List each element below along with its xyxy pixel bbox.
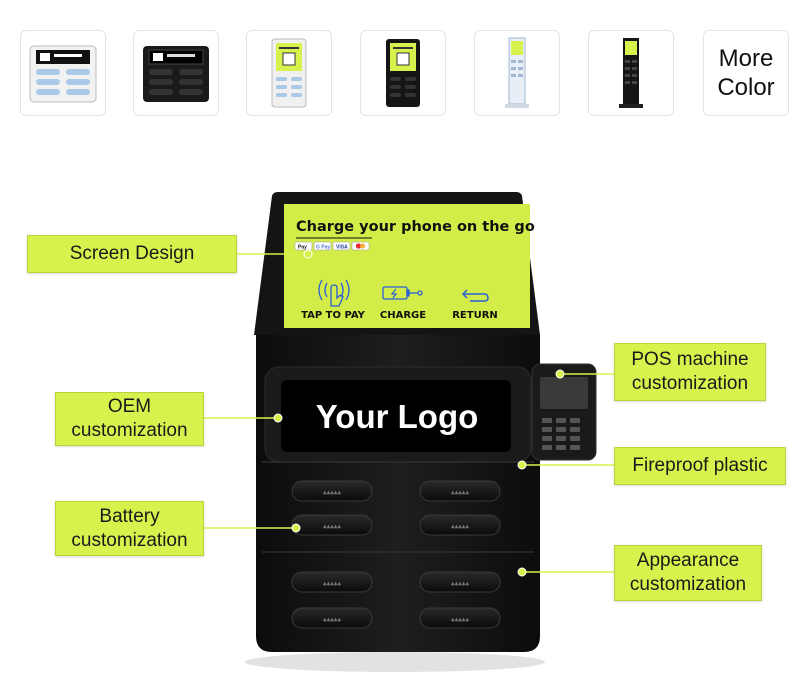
battery-charge-icon <box>382 286 423 300</box>
battery-slots: ▲▲▲▲▲ ▲▲▲▲▲ ▲▲▲▲▲ ▲▲▲▲▲ ▲▲▲▲▲ ▲▲▲▲▲ <box>291 480 501 629</box>
callout-connectors <box>204 253 614 573</box>
kiosk-shadow <box>245 652 545 672</box>
action-return[interactable]: RETURN <box>452 289 498 321</box>
battery-slot[interactable]: ▲▲▲▲▲ <box>419 607 501 629</box>
thumbnail-black-tall-kiosk[interactable] <box>360 30 446 116</box>
pos-terminal[interactable] <box>531 363 597 461</box>
logo-text: Your Logo <box>316 398 479 435</box>
white-kiosk-thumbnail-icon <box>29 45 97 103</box>
svg-text:▲▲▲▲▲: ▲▲▲▲▲ <box>451 580 469 587</box>
mastercard-icon <box>355 243 362 249</box>
black-kiosk-thumbnail-icon <box>143 46 209 102</box>
svg-text:▲▲▲▲▲: ▲▲▲▲▲ <box>323 489 341 496</box>
svg-text:TAP TO PAY: TAP TO PAY <box>301 310 366 321</box>
battery-slot[interactable]: ▲▲▲▲▲ <box>419 571 501 593</box>
logo-panel <box>281 380 511 452</box>
color-variant-strip: More Color <box>20 30 789 118</box>
more-color-button[interactable]: More Color <box>703 30 789 116</box>
callout-screen-design: Screen Design <box>27 235 237 273</box>
svg-text:▲▲▲▲▲: ▲▲▲▲▲ <box>451 523 469 530</box>
svg-text:G Pay: G Pay <box>316 245 330 251</box>
battery-slot[interactable]: ▲▲▲▲▲ <box>419 514 501 536</box>
callout-dots <box>273 249 565 577</box>
battery-slot[interactable]: ▲▲▲▲▲ <box>291 480 373 502</box>
callout-battery-customization: Battery customization <box>55 501 204 556</box>
battery-slot[interactable]: ▲▲▲▲▲ <box>291 514 373 536</box>
battery-slot[interactable]: ▲▲▲▲▲ <box>291 607 373 629</box>
pos-keypad <box>542 418 580 450</box>
svg-text:▲▲▲▲▲: ▲▲▲▲▲ <box>323 523 341 530</box>
callout-pos-machine-customization: POS machine customization <box>614 343 766 401</box>
thumbnail-black-tower-kiosk[interactable] <box>588 30 674 116</box>
svg-text:CHARGE: CHARGE <box>380 310 426 321</box>
svg-text:▲▲▲▲▲: ▲▲▲▲▲ <box>451 616 469 623</box>
thumbnail-black-kiosk[interactable] <box>133 30 219 116</box>
kiosk-screen[interactable] <box>284 204 530 328</box>
thumbnail-white-tower-kiosk[interactable] <box>474 30 560 116</box>
google-pay-badge <box>313 241 332 251</box>
svg-text:VISA: VISA <box>336 245 348 251</box>
battery-slot[interactable]: ▲▲▲▲▲ <box>419 480 501 502</box>
pos-screen <box>540 377 588 409</box>
callout-oem-customization: OEM customization <box>55 392 204 446</box>
battery-slot[interactable]: ▲▲▲▲▲ <box>291 571 373 593</box>
callout-appearance-customization: Appearance customization <box>614 545 762 601</box>
svg-text:▲▲▲▲▲: ▲▲▲▲▲ <box>323 580 341 587</box>
black-tall-kiosk-thumbnail-icon <box>386 39 420 107</box>
action-tap-to-pay[interactable]: TAP TO PAY <box>301 279 366 321</box>
kiosk-body: Your Logo ▲▲▲▲▲ ▲▲▲▲▲ ▲▲▲▲▲ ▲▲▲▲▲ <box>256 335 540 652</box>
white-tower-kiosk-thumbnail-icon <box>505 37 529 108</box>
return-arrow-icon <box>461 289 489 302</box>
svg-text:▲▲▲▲▲: ▲▲▲▲▲ <box>323 616 341 623</box>
svg-text:▲▲▲▲▲: ▲▲▲▲▲ <box>451 489 469 496</box>
white-tall-kiosk-thumbnail-icon <box>271 38 307 108</box>
nfc-hand-icon <box>318 279 350 307</box>
thumbnail-white-kiosk[interactable] <box>20 30 106 116</box>
svg-text:Pay: Pay <box>298 245 307 251</box>
thumbnail-white-tall-kiosk[interactable] <box>246 30 332 116</box>
callout-fireproof-plastic: Fireproof plastic <box>614 447 786 485</box>
action-charge[interactable]: CHARGE <box>380 286 426 321</box>
screen-housing: Charge your phone on the go Pay G Pay VI… <box>254 192 540 335</box>
black-tower-kiosk-thumbnail-icon <box>619 38 643 108</box>
svg-text:RETURN: RETURN <box>452 310 498 321</box>
apple-pay-badge <box>294 241 313 251</box>
visa-badge <box>332 241 351 251</box>
payment-badges: Pay G Pay VISA <box>294 241 370 251</box>
screen-title: Charge your phone on the go <box>296 219 535 235</box>
more-color-label: More Color <box>717 45 775 101</box>
